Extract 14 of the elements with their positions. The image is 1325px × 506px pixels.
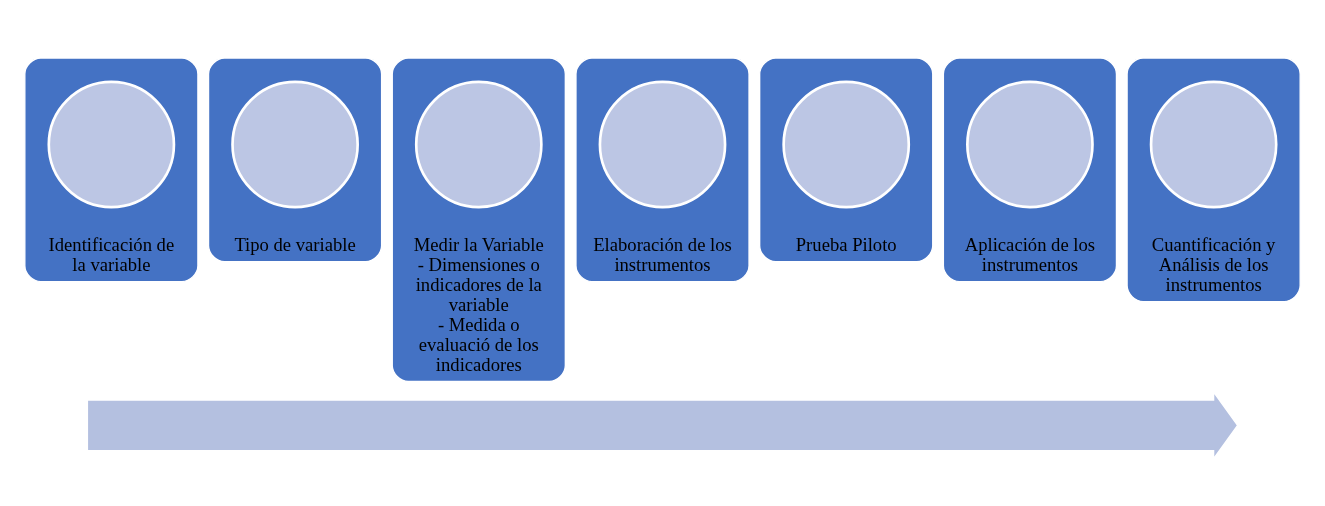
cluster: Aplicación de los instrumentos (942, 57, 1118, 283)
node-circle (414, 80, 543, 209)
cluster: Prueba Piloto (759, 57, 934, 263)
node-circle (1149, 80, 1278, 209)
cluster: Elaboración de los instrumentos (575, 57, 750, 283)
node-circle (231, 80, 359, 209)
node-circle (782, 80, 911, 209)
cluster: Cuantificación y Análisis de los instrumentos (1126, 57, 1301, 303)
node-circle (598, 80, 727, 209)
cluster: Identificación de la variable (24, 57, 199, 283)
node-circle (966, 80, 1094, 209)
node-circle (47, 80, 176, 209)
cluster: Tipo de variable (207, 57, 383, 263)
cluster: Medir la Variable - Dimensiones o indicadores de la variable - Medida o evaluació de los indicadores (391, 57, 566, 383)
